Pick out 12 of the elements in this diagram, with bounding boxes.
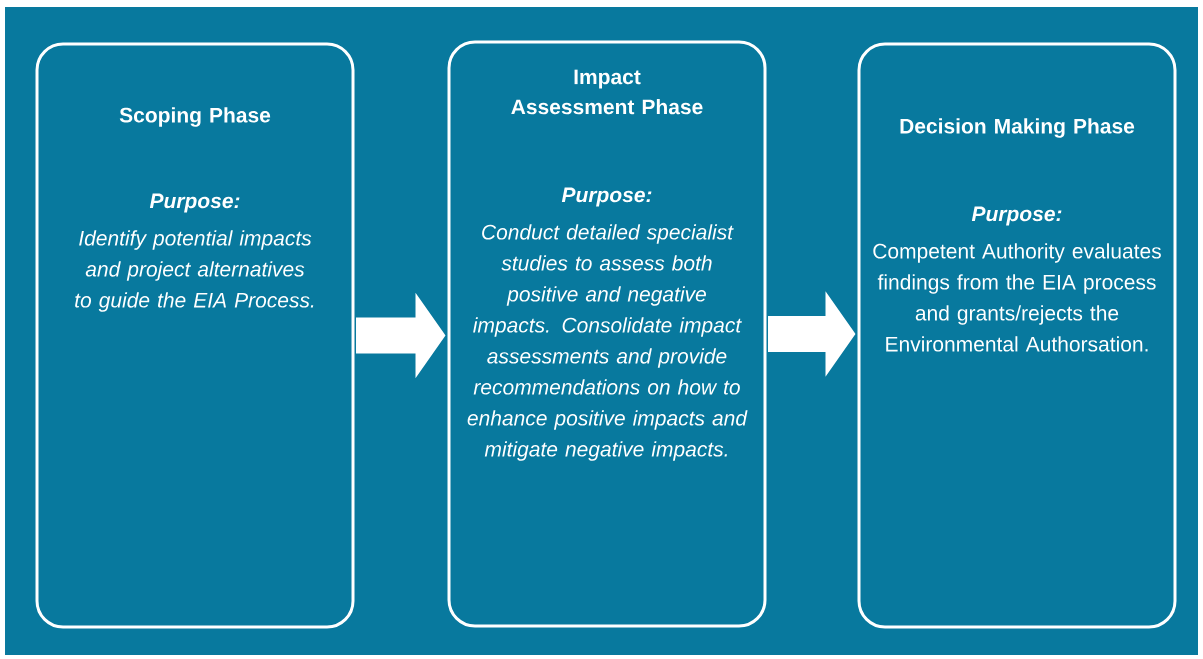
phase-box xyxy=(857,42,1177,629)
phase-box xyxy=(35,42,355,629)
heading: Scoping Phase xyxy=(119,107,271,127)
purpose-label: Purpose: xyxy=(561,187,652,207)
description: Identify potential impacts and project alternatives to guide the EIA Process. xyxy=(75,230,314,312)
purpose-label: Purpose: xyxy=(149,193,240,213)
description: Conduct detailed specialist studies to assess both positive and negative impacts. Consolidate impact assessments and provide recommendations on how to enhance positive impacts and mitigate negative impacts. xyxy=(467,224,748,461)
phase-box xyxy=(447,40,767,628)
purpose-label: Purpose: xyxy=(971,206,1062,226)
heading: Impact Assessment Phase xyxy=(511,69,703,115)
heading: Decision Making Phase xyxy=(900,118,1135,138)
description: Competent Authority evaluates findings from the EIA process and grants/rejects the Environmental Authorsation. xyxy=(873,243,1161,352)
